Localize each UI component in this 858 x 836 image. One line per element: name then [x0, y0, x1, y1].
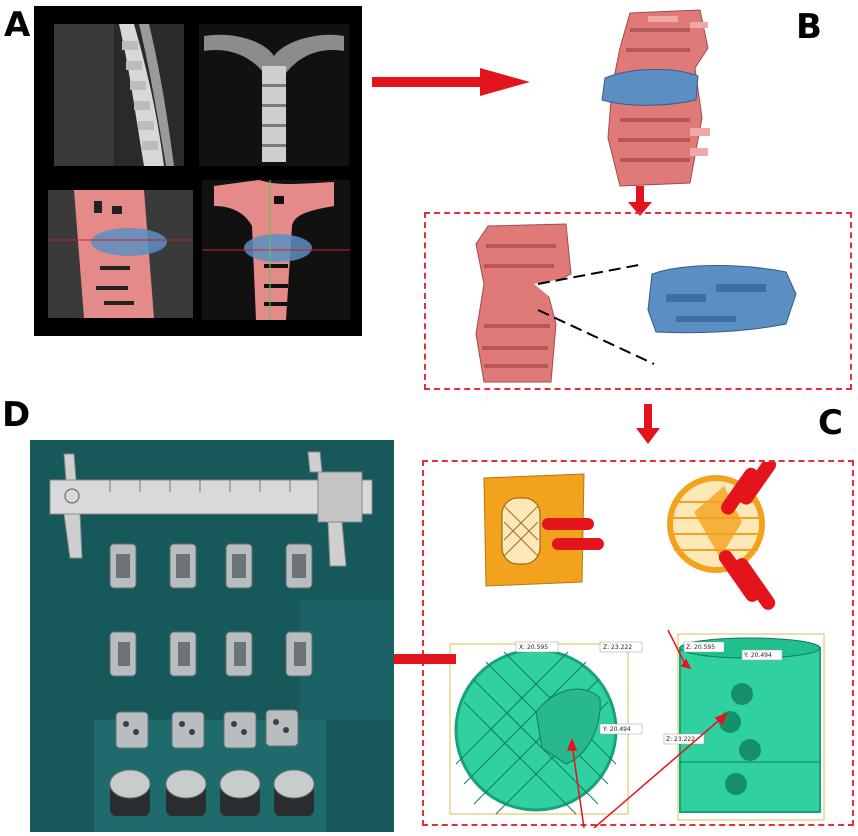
- spine-3d-model: [601, 9, 710, 187]
- dim-label-z: Z: 23.222: [603, 644, 632, 651]
- dim-label-cyl-z-top: Z: 20.595: [686, 644, 715, 651]
- ct-scan-panel: [34, 6, 362, 336]
- implant-row-3: [115, 709, 299, 749]
- panel-label-d: D: [2, 395, 31, 435]
- panel-label-b: B: [796, 7, 822, 47]
- panel-label-a: A: [4, 5, 31, 45]
- dim-label-cyl-z-mid: Z: 23.222: [666, 736, 695, 743]
- dim-label-y: Y: 20.494: [602, 726, 631, 733]
- ct-scan-images: [48, 24, 350, 320]
- dim-label-x: X: 20.595: [519, 644, 548, 651]
- implant-design-box: X: 20.595 Z: 23.222 Y: 20.494 Z: 20.595 …: [422, 457, 854, 829]
- lesion-segment-sagittal: [91, 228, 167, 256]
- arrow-down-icon: [628, 186, 652, 216]
- implant-design-illustration: X: 20.595 Z: 23.222 Y: 20.494 Z: 20.595 …: [449, 457, 825, 829]
- panel-label-c: C: [818, 403, 843, 443]
- arrow-down-icon: [636, 404, 660, 444]
- lesion-segment-3d: [601, 69, 699, 106]
- dim-label-cyl-y: Y: 20.494: [743, 652, 772, 659]
- printed-implants-photo: [30, 440, 394, 832]
- printed-implants-illustration: [30, 440, 394, 832]
- caliper-ruler: [49, 451, 373, 567]
- lesion-segment-coronal: [244, 234, 312, 262]
- lesion-detail-box: [424, 212, 852, 390]
- arrow-right-icon: [372, 68, 530, 96]
- green-implant-side-view: [679, 647, 821, 813]
- implant-row-4: [109, 769, 315, 816]
- lesion-detail-illustration: [475, 223, 797, 383]
